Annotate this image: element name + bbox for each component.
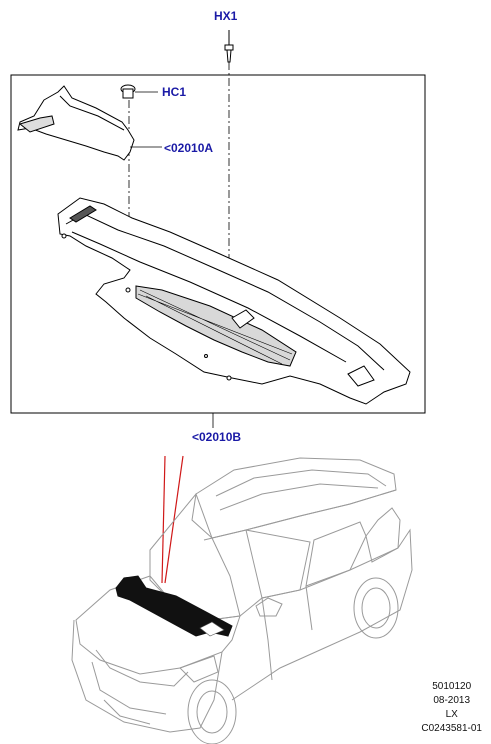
- callout-hc1: HC1: [162, 85, 187, 99]
- cowl-panel: [57, 197, 411, 405]
- footer-date: 08-2013: [433, 695, 471, 706]
- assembly-frame: [10, 74, 426, 414]
- footer-image-code: C0243581-01: [421, 723, 482, 734]
- pointer-line-right: [164, 455, 184, 584]
- callout-part-b: <02010B: [192, 430, 242, 444]
- vehicle-illustration: [71, 457, 413, 744]
- footer-code: 5010120: [432, 681, 472, 692]
- footer-variant: LX: [445, 709, 458, 720]
- hx1-clip-icon: [224, 30, 234, 63]
- footer-info: 5010120 08-2013 LX C0243581-01: [421, 680, 482, 736]
- callout-part-a: <02010A: [164, 141, 214, 155]
- hc1-clip-icon: [120, 84, 158, 99]
- cowl-end-panel: [17, 85, 135, 161]
- pointer-line-left: [161, 455, 166, 584]
- callout-hx1: HX1: [214, 9, 238, 23]
- cowl-highlight: [115, 575, 233, 637]
